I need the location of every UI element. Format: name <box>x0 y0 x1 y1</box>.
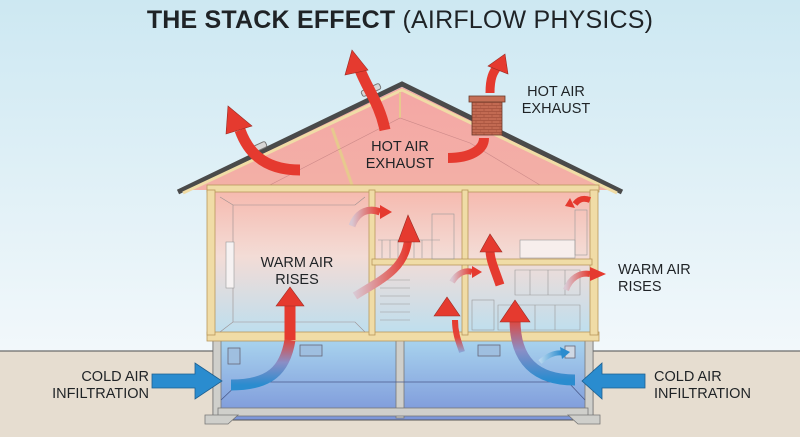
label-line: INFILTRATION <box>654 386 751 402</box>
label-line: RISES <box>275 272 319 288</box>
label-line: EXHAUST <box>365 156 435 172</box>
title-bold: THE STACK EFFECT <box>146 6 396 34</box>
cold-air-arrows <box>151 338 646 400</box>
hot-air-arrows <box>225 49 509 176</box>
label-line: WARM AIR <box>618 262 691 278</box>
label-line: HOT AIR <box>527 84 585 100</box>
label-line: HOT AIR <box>371 139 429 155</box>
chimney <box>468 95 506 136</box>
label-warm-air-rises-outside: WARM AIR RISES <box>618 262 708 296</box>
label-line: COLD AIR <box>654 369 722 385</box>
warm-air-arrows <box>275 195 606 386</box>
label-line: WARM AIR <box>260 255 334 271</box>
title-subtitle: (AIRFLOW PHYSICS) <box>402 6 654 34</box>
label-line: EXHAUST <box>521 101 591 117</box>
label-hot-air-exhaust-outside: HOT AIR EXHAUST <box>516 84 596 118</box>
label-warm-air-rises-inside: WARM AIR RISES <box>257 255 337 289</box>
label-line: RISES <box>618 279 662 295</box>
label-hot-air-exhaust-attic: HOT AIR EXHAUST <box>360 139 440 173</box>
page-title: THE STACK EFFECT (AIRFLOW PHYSICS) <box>0 6 800 35</box>
label-cold-air-infiltration-left: COLD AIR INFILTRATION <box>40 369 149 403</box>
label-line: COLD AIR <box>81 369 149 385</box>
label-cold-air-infiltration-right: COLD AIR INFILTRATION <box>654 369 764 403</box>
label-line: INFILTRATION <box>52 386 149 402</box>
